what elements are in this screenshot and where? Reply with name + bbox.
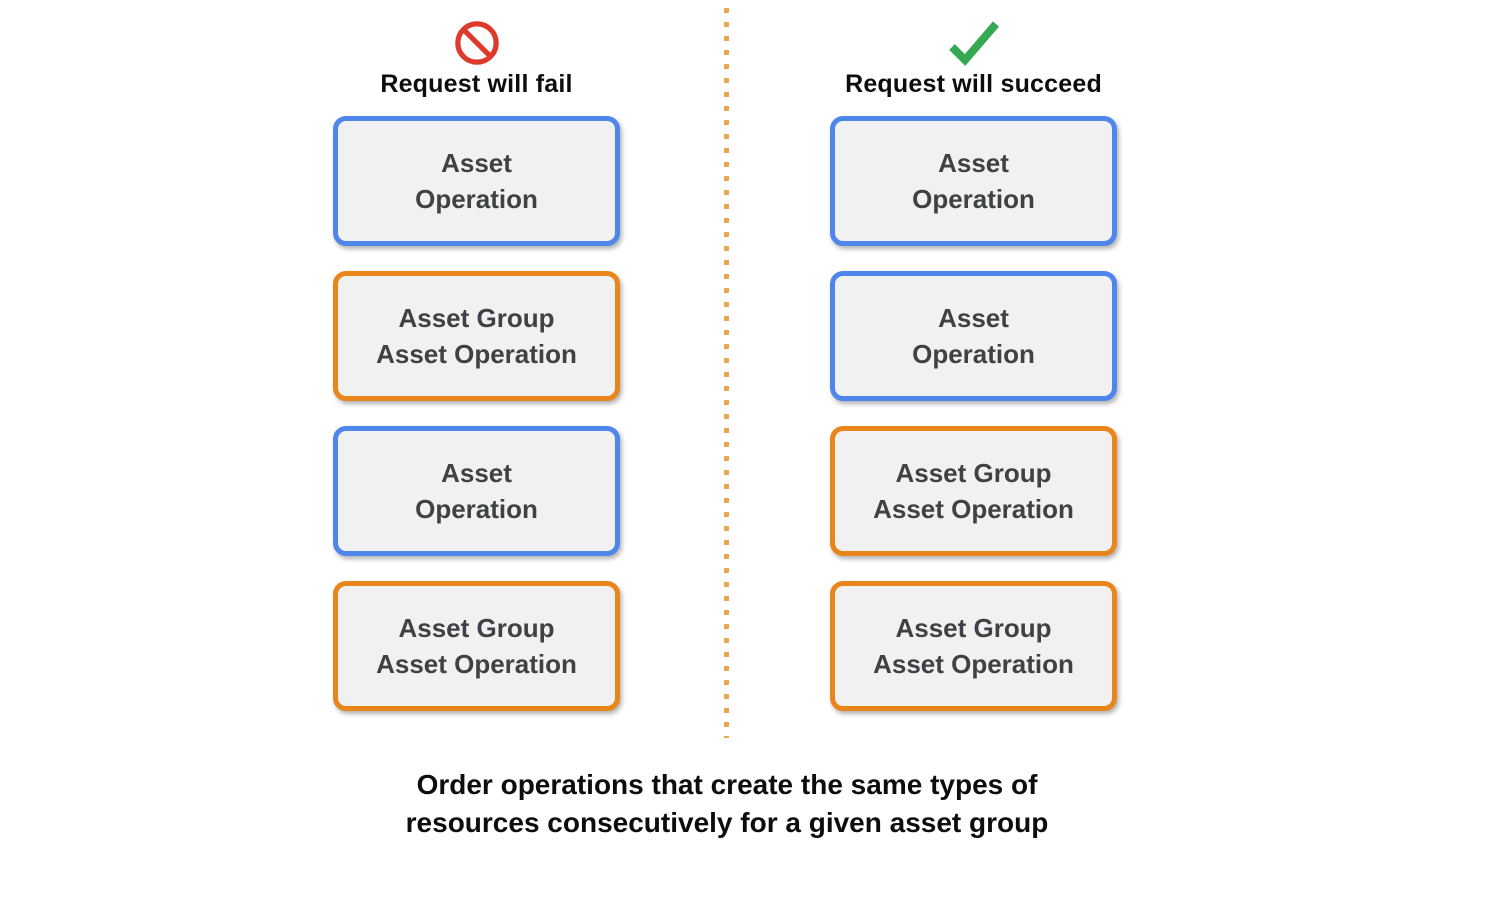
fail-box-asset-operation-2: Asset Operation — [333, 426, 620, 556]
fail-title: Request will fail — [380, 70, 573, 98]
column-succeed: Request will succeed Asset Operation Ass… — [830, 0, 1117, 711]
box-label: Asset Operation — [912, 148, 1035, 214]
succeed-box-asset-group-asset-operation-2: Asset Group Asset Operation — [830, 581, 1117, 711]
succeed-box-asset-operation-2: Asset Operation — [830, 271, 1117, 401]
no-entry-icon — [333, 0, 620, 68]
succeed-box-asset-group-asset-operation-1: Asset Group Asset Operation — [830, 426, 1117, 556]
succeed-header: Request will succeed — [830, 0, 1117, 99]
fail-header: Request will fail — [333, 0, 620, 99]
column-fail: Request will fail Asset Operation Asset … — [333, 0, 620, 711]
succeed-title: Request will succeed — [845, 70, 1102, 98]
fail-box-asset-group-asset-operation-2: Asset Group Asset Operation — [333, 581, 620, 711]
box-label: Asset Group Asset Operation — [376, 613, 577, 679]
box-label: Asset Operation — [912, 303, 1035, 369]
box-label: Asset Operation — [415, 458, 538, 524]
dotted-divider — [724, 8, 729, 738]
succeed-box-asset-operation-1: Asset Operation — [830, 116, 1117, 246]
fail-box-asset-operation-1: Asset Operation — [333, 116, 620, 246]
fail-box-asset-group-asset-operation-1: Asset Group Asset Operation — [333, 271, 620, 401]
box-label: Asset Group Asset Operation — [376, 303, 577, 369]
box-label: Asset Group Asset Operation — [873, 458, 1074, 524]
box-label: Asset Operation — [415, 148, 538, 214]
box-label: Asset Group Asset Operation — [873, 613, 1074, 679]
check-icon — [830, 0, 1117, 68]
diagram-caption: Order operations that create the same ty… — [405, 769, 1049, 838]
